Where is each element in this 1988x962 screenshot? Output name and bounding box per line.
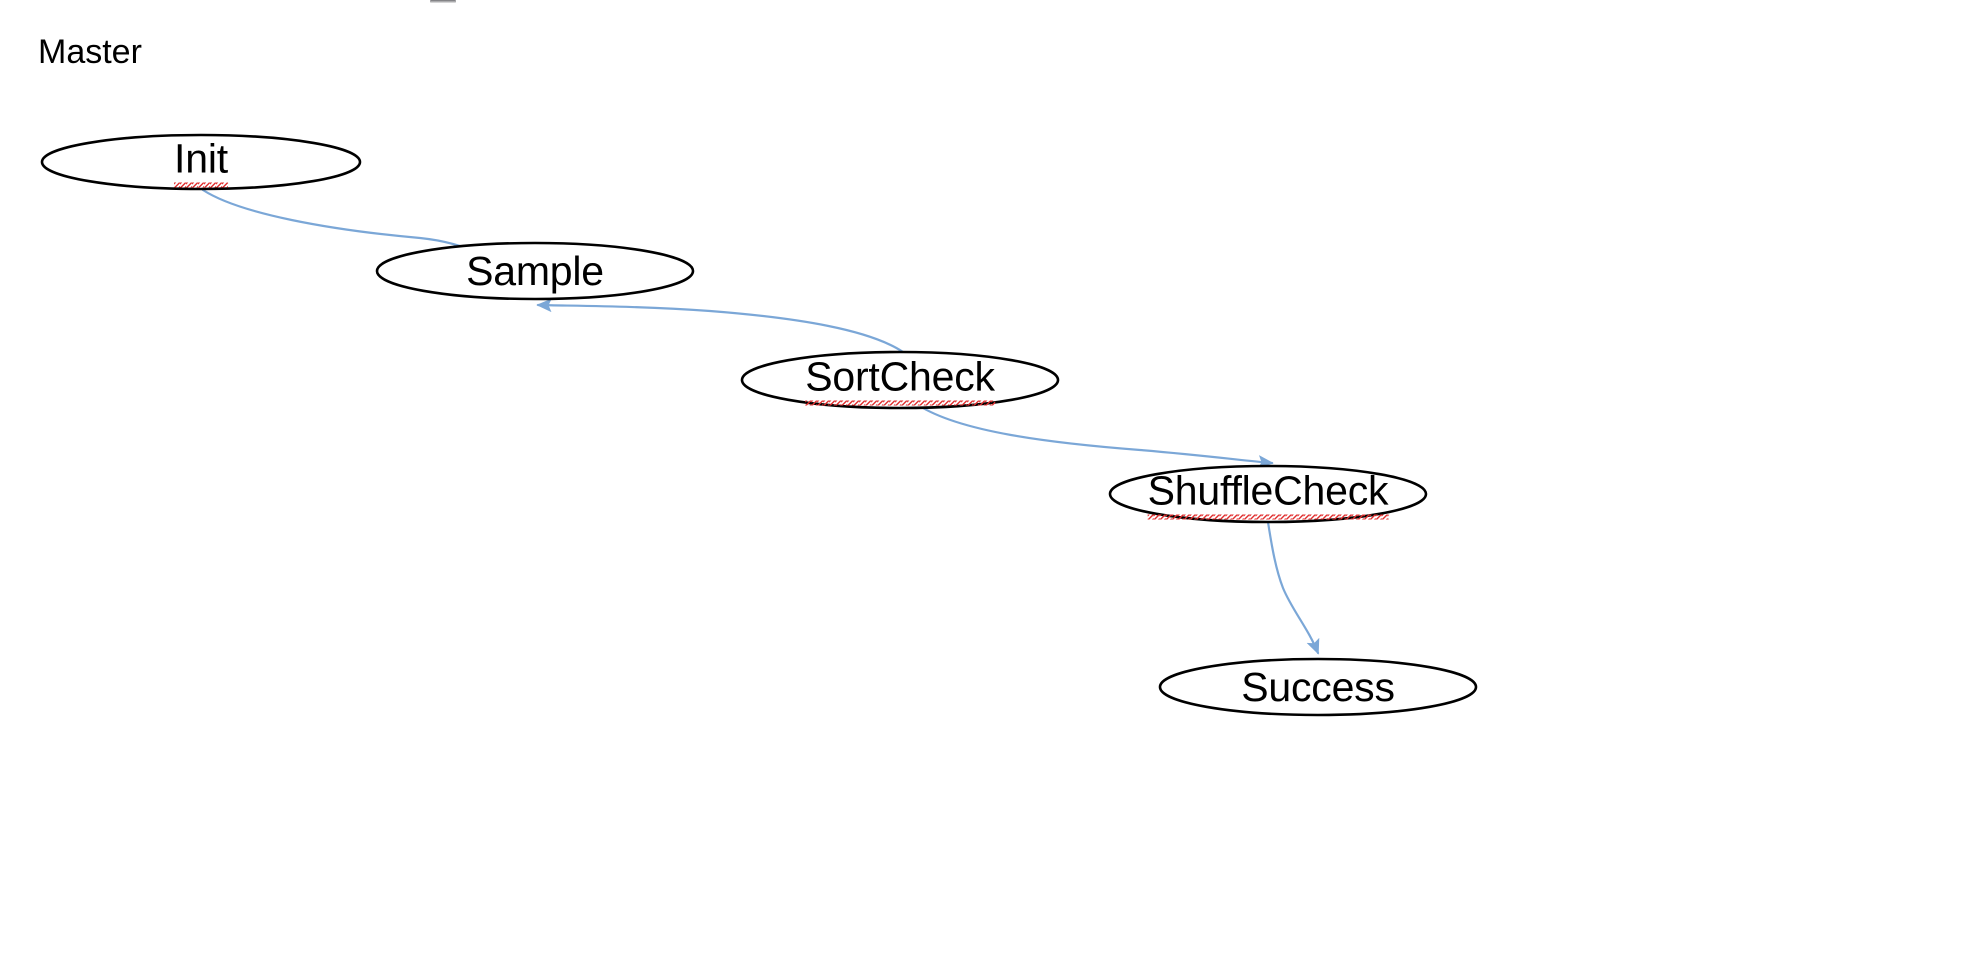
slide-title: Master <box>38 33 142 71</box>
edge-sortcheck-to-sample[interactable] <box>536 298 905 354</box>
node-label-shufflecheck: ShuffleCheck <box>1147 467 1389 521</box>
node-ellipse-success[interactable] <box>1158 657 1478 717</box>
edge-shufflecheck-to-success[interactable] <box>1266 520 1320 655</box>
node-ellipse-sample[interactable] <box>375 241 695 301</box>
node-label-sortcheck: SortCheck <box>805 353 995 407</box>
nodes-layer <box>40 133 1478 717</box>
node-label-init: Init <box>174 135 228 189</box>
node-label-success: Success <box>1241 664 1395 710</box>
node-label-sample: Sample <box>466 248 604 294</box>
edge-sortcheck-to-shufflecheck[interactable] <box>916 403 1274 469</box>
edges-layer <box>201 188 1320 655</box>
cropped-top-artifact <box>430 0 456 3</box>
